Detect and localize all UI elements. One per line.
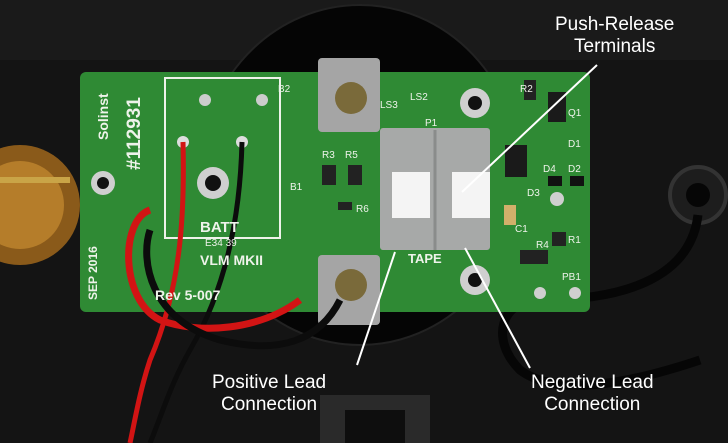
mount-hole-bottom-right-center <box>468 273 482 287</box>
pb1-pad-right <box>569 287 581 299</box>
date-code-silk: SEP 2016 <box>86 246 100 300</box>
d2-silk: D2 <box>568 164 581 175</box>
resistor-r1 <box>552 232 566 246</box>
r1-silk: R1 <box>568 235 581 246</box>
tape-black-wire <box>143 228 344 350</box>
p1-silk: P1 <box>425 118 438 129</box>
brand-silk: Solinst <box>95 93 111 140</box>
resistor-r2 <box>524 80 536 100</box>
r3-silk: R3 <box>322 150 335 161</box>
resistor-r6 <box>338 202 352 210</box>
via-right <box>550 192 564 206</box>
r4-silk: R4 <box>536 240 549 251</box>
battery-red-wire <box>127 141 186 443</box>
push-release-callout-line-1: Push-Release <box>555 14 675 35</box>
resistor-r3 <box>322 165 336 185</box>
tape-red-wire <box>125 206 303 332</box>
mount-hole-batt-center <box>205 175 221 191</box>
positive-lead-callout-line-2: Connection <box>220 394 318 415</box>
diode-d4 <box>548 176 562 186</box>
battery-outline <box>164 77 281 239</box>
battery-pad-1 <box>199 94 211 106</box>
mount-hole-left-center <box>97 177 109 189</box>
pb1-pad-left <box>534 287 546 299</box>
model-silk: VLM MKII <box>200 252 263 268</box>
top-screw <box>335 82 367 114</box>
batt-silk: BATT <box>200 219 239 236</box>
d3-silk: D3 <box>527 188 540 199</box>
push-release-callout-line-2: Terminals <box>574 36 656 57</box>
chip-d1-area <box>505 145 527 177</box>
battery-black-wire <box>147 141 245 443</box>
ls3-silk: LS3 <box>380 100 398 111</box>
right-grommet-hole <box>686 183 710 207</box>
negative-lead-callout-line-2: Connection <box>544 394 641 415</box>
diode-d2 <box>570 176 584 186</box>
b2-silk: B2 <box>278 84 291 95</box>
d1-silk: D1 <box>568 139 581 150</box>
revision-silk: Rev 5-007 <box>155 287 221 303</box>
battery-pad-2 <box>256 94 268 106</box>
negative-lead-leader <box>464 247 531 369</box>
r2-silk: R2 <box>520 84 533 95</box>
bottom-screw <box>335 269 367 301</box>
positive-lead-leader <box>356 251 396 366</box>
tape-silk: TAPE <box>408 251 442 266</box>
mount-hole-top-right-center <box>468 96 482 110</box>
capacitor-c1 <box>504 205 516 225</box>
b1-silk: B1 <box>290 182 303 193</box>
positive-lead-callout: Positive Lead Connection <box>212 372 326 416</box>
push-release-leader <box>461 64 598 193</box>
pb1-silk: PB1 <box>562 272 581 283</box>
push-release-lever-right <box>452 172 490 218</box>
potentiometer-disc <box>0 161 64 249</box>
part-number-silk: #112931 <box>124 97 145 170</box>
resistor-r4 <box>520 250 548 264</box>
ls2-silk: LS2 <box>410 92 428 103</box>
positive-lead-callout-line-1: Positive Lead <box>212 372 327 393</box>
c1-silk: C1 <box>515 224 528 235</box>
negative-lead-callout-line-1: Negative Lead <box>531 372 654 393</box>
cert-silk: E34 39 <box>205 238 237 249</box>
push-release-callout: Push-Release Terminals <box>555 14 674 58</box>
negative-lead-callout: Negative Lead Connection <box>531 372 654 416</box>
push-release-lever-left <box>392 172 430 218</box>
d4-silk: D4 <box>543 164 556 175</box>
r5-silk: R5 <box>345 150 358 161</box>
resistor-r5 <box>348 165 362 185</box>
q1-silk: Q1 <box>568 108 582 119</box>
r6-silk: R6 <box>356 204 369 215</box>
bottom-connector-slot <box>345 410 405 443</box>
